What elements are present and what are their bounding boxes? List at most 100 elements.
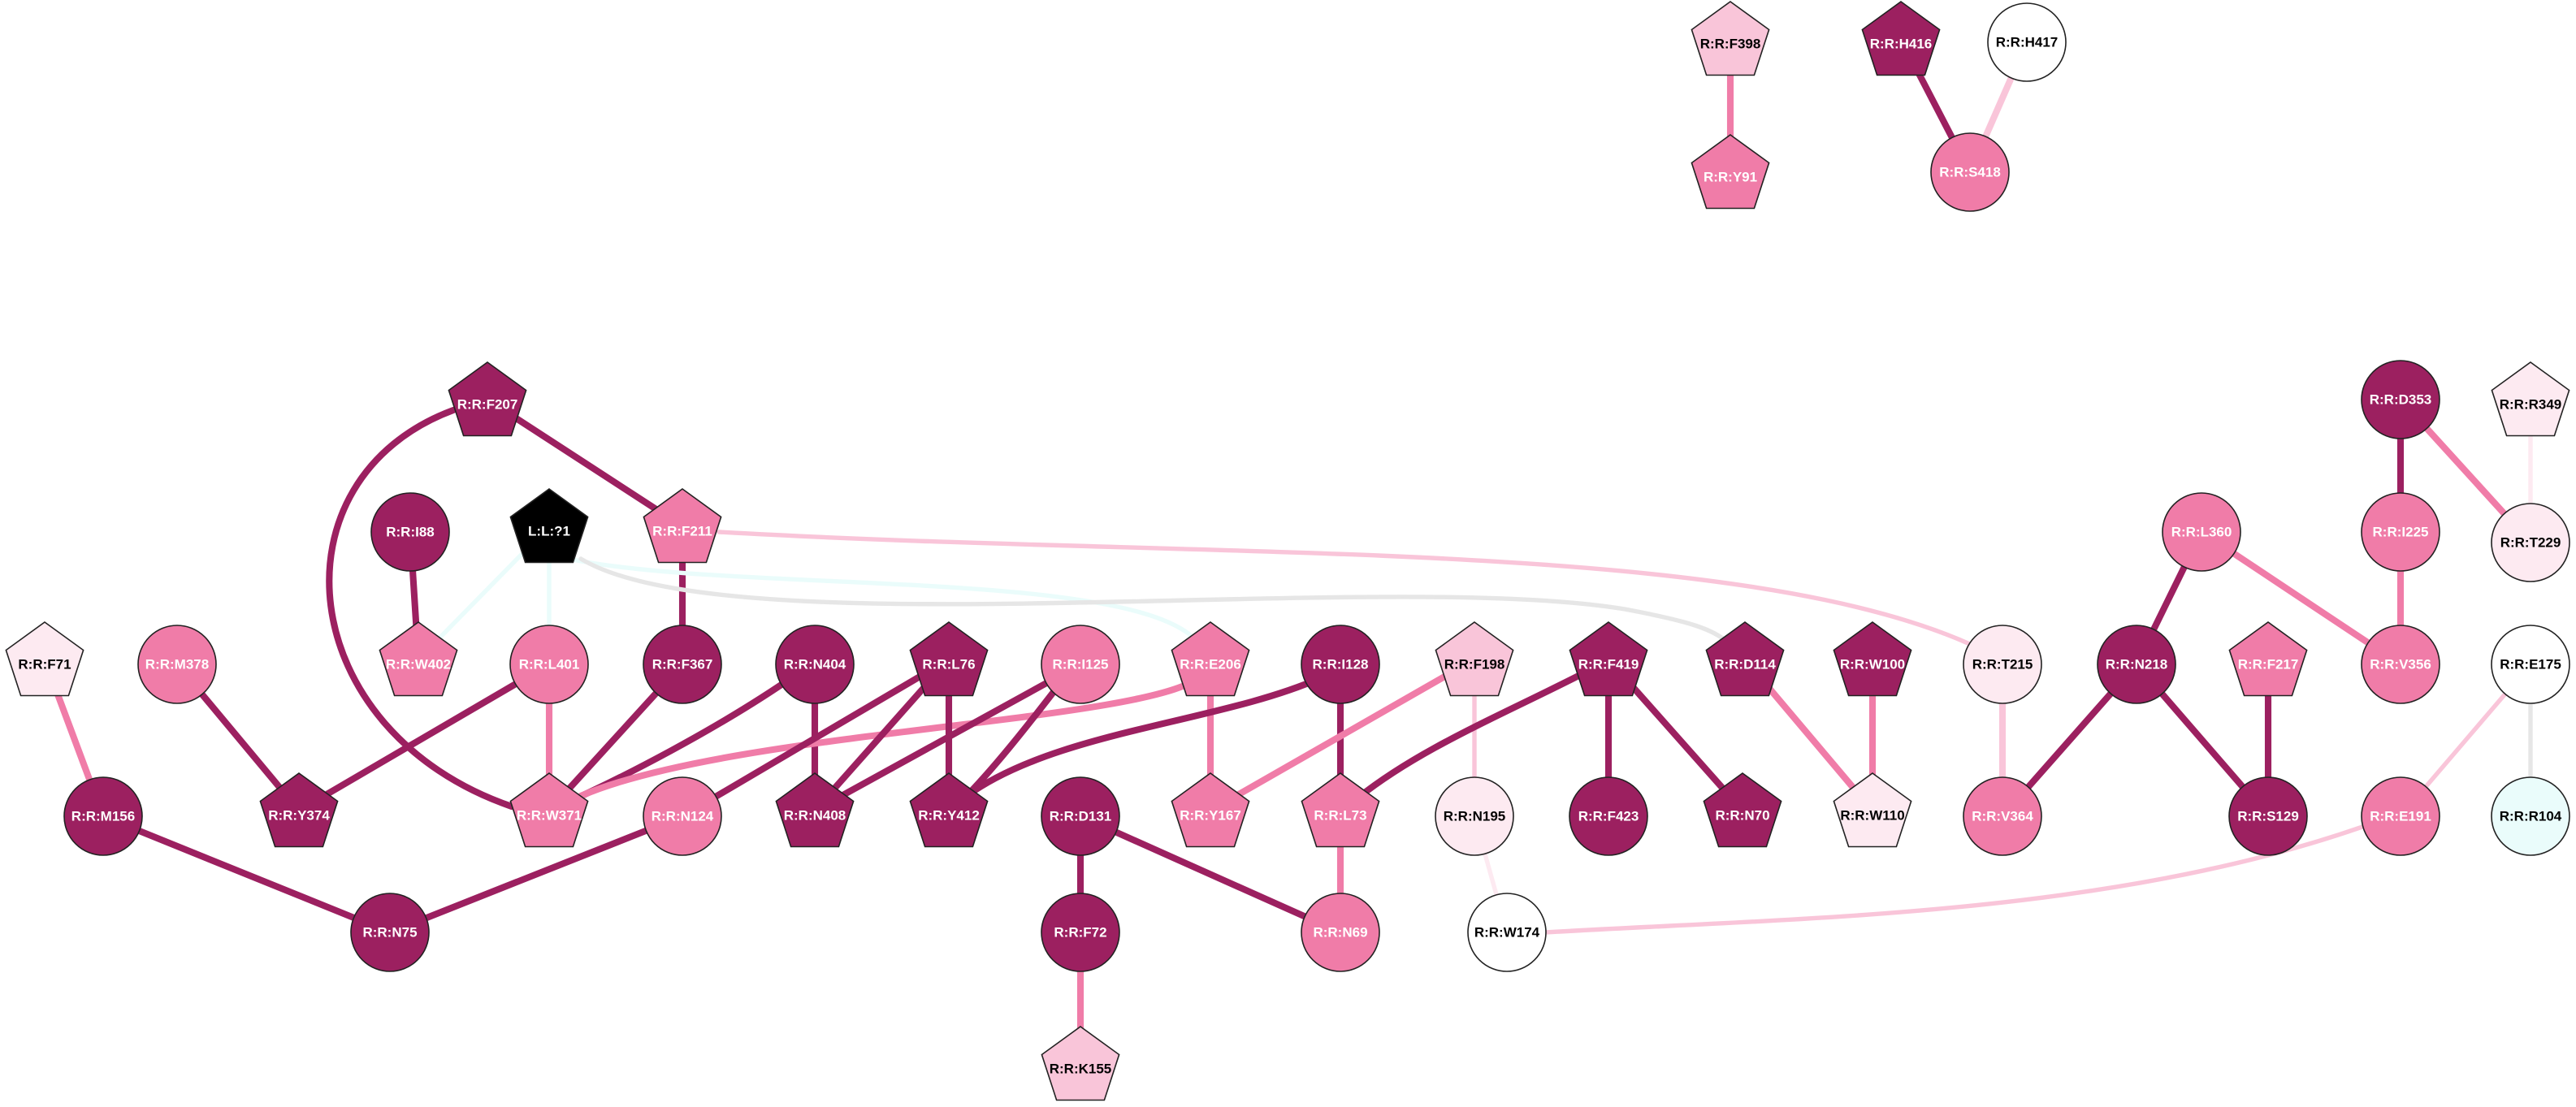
node-shape-h416: [1861, 1, 1941, 76]
node-shape-n408: [775, 772, 855, 848]
edge-f419-l73: [1354, 667, 1592, 802]
node-s418[interactable]: R:R:S418: [1930, 132, 2010, 212]
node-y374[interactable]: R:R:Y374: [259, 772, 339, 848]
node-f419[interactable]: R:R:F419: [1569, 621, 1648, 697]
node-e206[interactable]: R:R:E206: [1171, 621, 1250, 697]
edge-n124-n75: [386, 812, 686, 936]
node-t229[interactable]: R:R:T229: [2491, 503, 2570, 582]
node-n408[interactable]: R:R:N408: [775, 772, 855, 848]
edge-l71-d114: [578, 556, 1731, 646]
node-w100[interactable]: R:R:W100: [1833, 621, 1912, 697]
node-l76[interactable]: R:R:L76: [909, 621, 989, 697]
node-label-n404: R:R:N404: [784, 657, 846, 672]
edge-l401-y374: [295, 660, 553, 815]
node-f198[interactable]: R:R:F198: [1435, 621, 1514, 697]
node-label-f398: R:R:F398: [1700, 37, 1761, 52]
node-label-r104: R:R:R104: [2500, 809, 2562, 824]
node-shape-y167: [1171, 772, 1250, 848]
node-shape-y412: [909, 772, 989, 848]
edge-i125-n408: [811, 660, 1085, 815]
node-l73[interactable]: R:R:L73: [1301, 772, 1380, 848]
node-n124[interactable]: R:R:N124: [643, 776, 722, 856]
node-f211[interactable]: R:R:F211: [643, 488, 722, 564]
node-w174[interactable]: R:R:W174: [1467, 893, 1547, 972]
node-l401[interactable]: R:R:L401: [509, 625, 589, 704]
node-n195[interactable]: R:R:N195: [1435, 776, 1514, 856]
node-label-v364: R:R:V364: [1972, 809, 2033, 824]
node-l360[interactable]: R:R:L360: [2162, 492, 2241, 572]
node-label-n195: R:R:N195: [1444, 809, 1506, 824]
node-y167[interactable]: R:R:Y167: [1171, 772, 1250, 848]
node-i125[interactable]: R:R:I125: [1041, 625, 1120, 704]
node-m156[interactable]: R:R:M156: [63, 776, 143, 856]
node-w402[interactable]: R:R:W402: [379, 621, 458, 697]
node-d353[interactable]: R:R:D353: [2361, 360, 2440, 439]
node-n218[interactable]: R:R:N218: [2097, 625, 2176, 704]
node-i225[interactable]: R:R:I225: [2361, 492, 2440, 572]
node-label-s418: R:R:S418: [1939, 165, 2001, 180]
node-shape-f211: [643, 488, 722, 564]
node-v364[interactable]: R:R:V364: [1963, 776, 2042, 856]
node-e191[interactable]: R:R:E191: [2361, 776, 2440, 856]
node-label-w174: R:R:W174: [1474, 925, 1540, 941]
node-m378[interactable]: R:R:M378: [137, 625, 217, 704]
node-e175[interactable]: R:R:E175: [2491, 625, 2570, 704]
node-r349[interactable]: R:R:R349: [2491, 361, 2570, 437]
node-label-f217: R:R:F217: [2238, 657, 2299, 672]
edge-m156-n75: [99, 812, 394, 936]
node-f423[interactable]: R:R:F423: [1569, 776, 1648, 856]
node-f72[interactable]: R:R:F72: [1041, 893, 1120, 972]
node-f367[interactable]: R:R:F367: [643, 625, 722, 704]
node-shape-s418: [1930, 132, 2010, 212]
node-shape-m156: [63, 776, 143, 856]
node-label-i225: R:R:I225: [2373, 525, 2429, 540]
node-label-f71: R:R:F71: [18, 657, 71, 672]
node-k155[interactable]: R:R:K155: [1041, 1026, 1120, 1101]
node-label-y374: R:R:Y374: [268, 808, 330, 824]
node-label-l401: R:R:L401: [519, 657, 580, 672]
node-w371[interactable]: R:R:W371: [509, 772, 589, 848]
node-s129[interactable]: R:R:S129: [2228, 776, 2308, 856]
node-shape-w371: [509, 772, 589, 848]
node-label-l76: R:R:L76: [922, 657, 975, 672]
node-v356[interactable]: R:R:V356: [2361, 625, 2440, 704]
node-d114[interactable]: R:R:D114: [1705, 621, 1785, 697]
node-shape-n75: [350, 893, 430, 972]
node-w110[interactable]: R:R:W110: [1833, 772, 1912, 848]
node-l71[interactable]: L:L:?1: [509, 488, 589, 564]
node-n75[interactable]: R:R:N75: [350, 893, 430, 972]
node-label-i125: R:R:I125: [1053, 657, 1109, 672]
node-label-f367: R:R:F367: [652, 657, 713, 672]
node-y412[interactable]: R:R:Y412: [909, 772, 989, 848]
node-n404[interactable]: R:R:N404: [775, 625, 855, 704]
node-h417[interactable]: R:R:H417: [1987, 2, 2067, 82]
node-n69[interactable]: R:R:N69: [1301, 893, 1380, 972]
node-shape-f398: [1691, 1, 1770, 76]
node-y91[interactable]: R:R:Y91: [1691, 134, 1770, 210]
node-f217[interactable]: R:R:F217: [2228, 621, 2308, 697]
edge-f207-f211: [483, 396, 686, 530]
node-shape-r349: [2491, 361, 2570, 437]
node-shape-f423: [1569, 776, 1648, 856]
node-shape-f217: [2228, 621, 2308, 697]
node-d131[interactable]: R:R:D131: [1041, 776, 1120, 856]
node-i88[interactable]: R:R:I88: [370, 492, 450, 572]
node-shape-y91: [1691, 134, 1770, 210]
node-f207[interactable]: R:R:F207: [448, 361, 527, 437]
node-t215[interactable]: R:R:T215: [1963, 625, 2042, 704]
node-label-k155: R:R:K155: [1050, 1062, 1112, 1077]
node-n70[interactable]: R:R:N70: [1703, 772, 1782, 848]
node-label-m378: R:R:M378: [145, 657, 209, 672]
node-label-n218: R:R:N218: [2106, 657, 2168, 672]
node-i128[interactable]: R:R:I128: [1301, 625, 1380, 704]
node-shape-l360: [2162, 492, 2241, 572]
node-shape-s129: [2228, 776, 2308, 856]
node-f398[interactable]: R:R:F398: [1691, 1, 1770, 76]
node-r104[interactable]: R:R:R104: [2491, 776, 2570, 856]
node-shape-e191: [2361, 776, 2440, 856]
node-h416[interactable]: R:R:H416: [1861, 1, 1941, 76]
node-f71[interactable]: R:R:F71: [5, 621, 84, 697]
node-shape-w110: [1833, 772, 1912, 848]
node-label-f423: R:R:F423: [1578, 809, 1639, 824]
